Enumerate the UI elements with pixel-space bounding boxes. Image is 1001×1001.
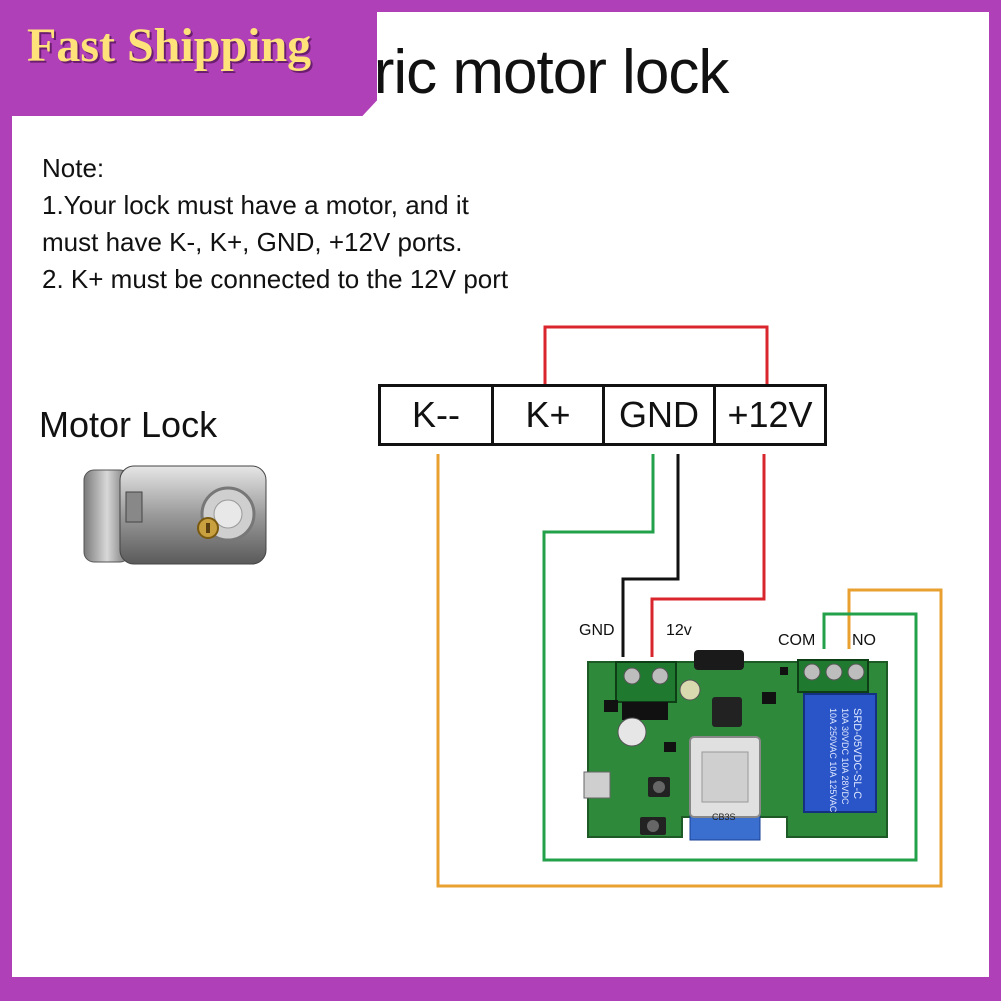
wiring-diagram — [436, 325, 943, 888]
terminal-gnd: GND — [602, 384, 716, 446]
terminal-12v: +12V — [713, 384, 827, 446]
gnd-12v-terminal — [615, 661, 677, 703]
diagram-panel: ectric motor lock Fast Shipping Note: 1.… — [12, 12, 989, 977]
terminal-k-minus: K-- — [378, 384, 494, 446]
motor-lock-label: Motor Lock — [39, 404, 218, 445]
wire-red-kplus-12v — [543, 325, 769, 384]
relay-board: CB3S 10A 250VAC 10A 125VAC 10A 30VDC 10A… — [583, 650, 888, 841]
motor-lock-image — [83, 465, 267, 565]
relay-text-1: 10A 250VAC 10A 125VAC — [828, 708, 838, 813]
wire-black-gnd-board — [621, 454, 680, 657]
relay-text-2: 10A 30VDC 10A 28VDC — [840, 708, 850, 805]
relay — [803, 693, 877, 813]
wire-green-gnd-com — [542, 454, 918, 862]
promo-banner — [12, 12, 377, 116]
wire-orange-kminus-no — [436, 454, 943, 888]
note-heading: Note: — [42, 153, 105, 183]
note-line-3: 2. K+ must be connected to the 12V port — [42, 264, 509, 294]
promo-banner-text: Fast Shipping — [27, 19, 312, 72]
wire-red-12v-board — [650, 454, 766, 657]
module-label: CB3S — [712, 812, 736, 822]
board-no-label: NO — [852, 632, 876, 649]
board-gnd-label: GND — [579, 622, 615, 639]
note-line-2: must have K-, K+, GND, +12V ports. — [42, 227, 463, 257]
board-com-label: COM — [778, 632, 816, 649]
note-line-1: 1.Your lock must have a motor, and it — [42, 190, 469, 220]
note-block: Note: 1.Your lock must have a motor, and… — [42, 150, 508, 298]
board-12v-label: 12v — [666, 622, 692, 639]
terminal-k-plus: K+ — [491, 384, 605, 446]
relay-text-3: SRD-05VDC-SL-C — [851, 708, 863, 799]
